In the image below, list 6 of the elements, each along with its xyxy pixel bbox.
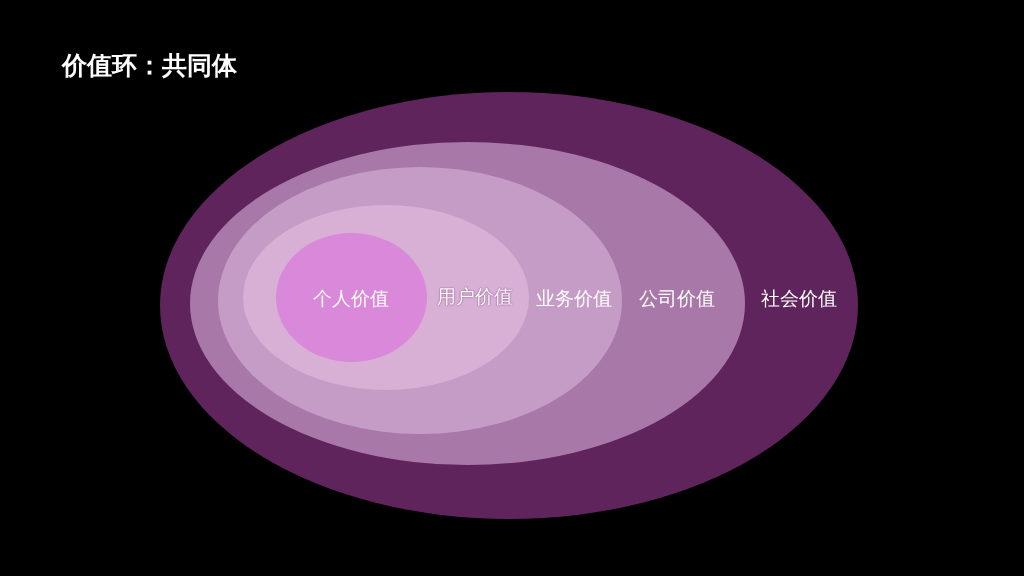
ring-label: 业务价值 xyxy=(536,286,612,310)
ring-label: 公司价值 xyxy=(639,286,715,310)
ring-label: 个人价值 xyxy=(313,286,389,310)
ring-label: 社会价值 xyxy=(761,286,837,310)
ring-label: 用户价值 xyxy=(437,284,513,308)
title: 价值环：共同体 xyxy=(62,50,237,82)
